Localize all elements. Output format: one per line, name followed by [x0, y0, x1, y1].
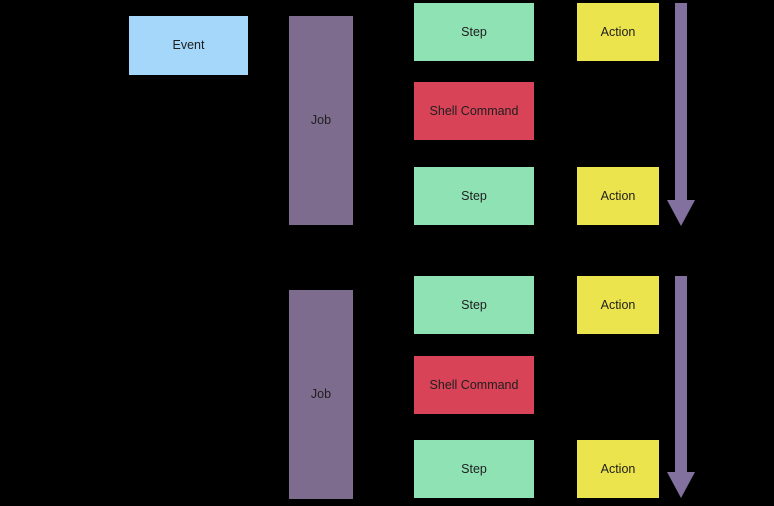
action-node: Action	[577, 167, 659, 225]
arrow-head	[667, 472, 695, 498]
step-label: Step	[461, 461, 487, 476]
arrow-shaft	[675, 276, 687, 472]
down-arrow-icon	[667, 3, 695, 226]
step-label: Step	[461, 297, 487, 312]
event-label: Event	[172, 38, 205, 52]
action-label: Action	[600, 188, 636, 203]
step-label: Step	[461, 188, 487, 203]
shell-command-label: Shell Command	[429, 377, 519, 392]
step-label: Step	[461, 24, 487, 39]
step-node: Step	[414, 276, 534, 334]
step-node: Step	[414, 440, 534, 498]
down-arrow-icon	[667, 276, 695, 498]
action-label: Action	[600, 461, 636, 476]
job-label: Job	[310, 113, 332, 127]
event-node: Event	[129, 16, 248, 75]
action-node: Action	[577, 440, 659, 498]
arrow-shaft	[675, 3, 687, 200]
shell-command-node: Shell Command	[414, 356, 534, 414]
step-node: Step	[414, 3, 534, 61]
action-node: Action	[577, 3, 659, 61]
action-node: Action	[577, 276, 659, 334]
shell-command-label: Shell Command	[429, 103, 519, 118]
action-label: Action	[600, 24, 636, 39]
step-node: Step	[414, 167, 534, 225]
shell-command-node: Shell Command	[414, 82, 534, 140]
arrow-head	[667, 200, 695, 226]
action-label: Action	[600, 297, 636, 312]
job-node: Job	[289, 16, 353, 225]
job-node: Job	[289, 290, 353, 499]
job-label: Job	[310, 387, 332, 401]
